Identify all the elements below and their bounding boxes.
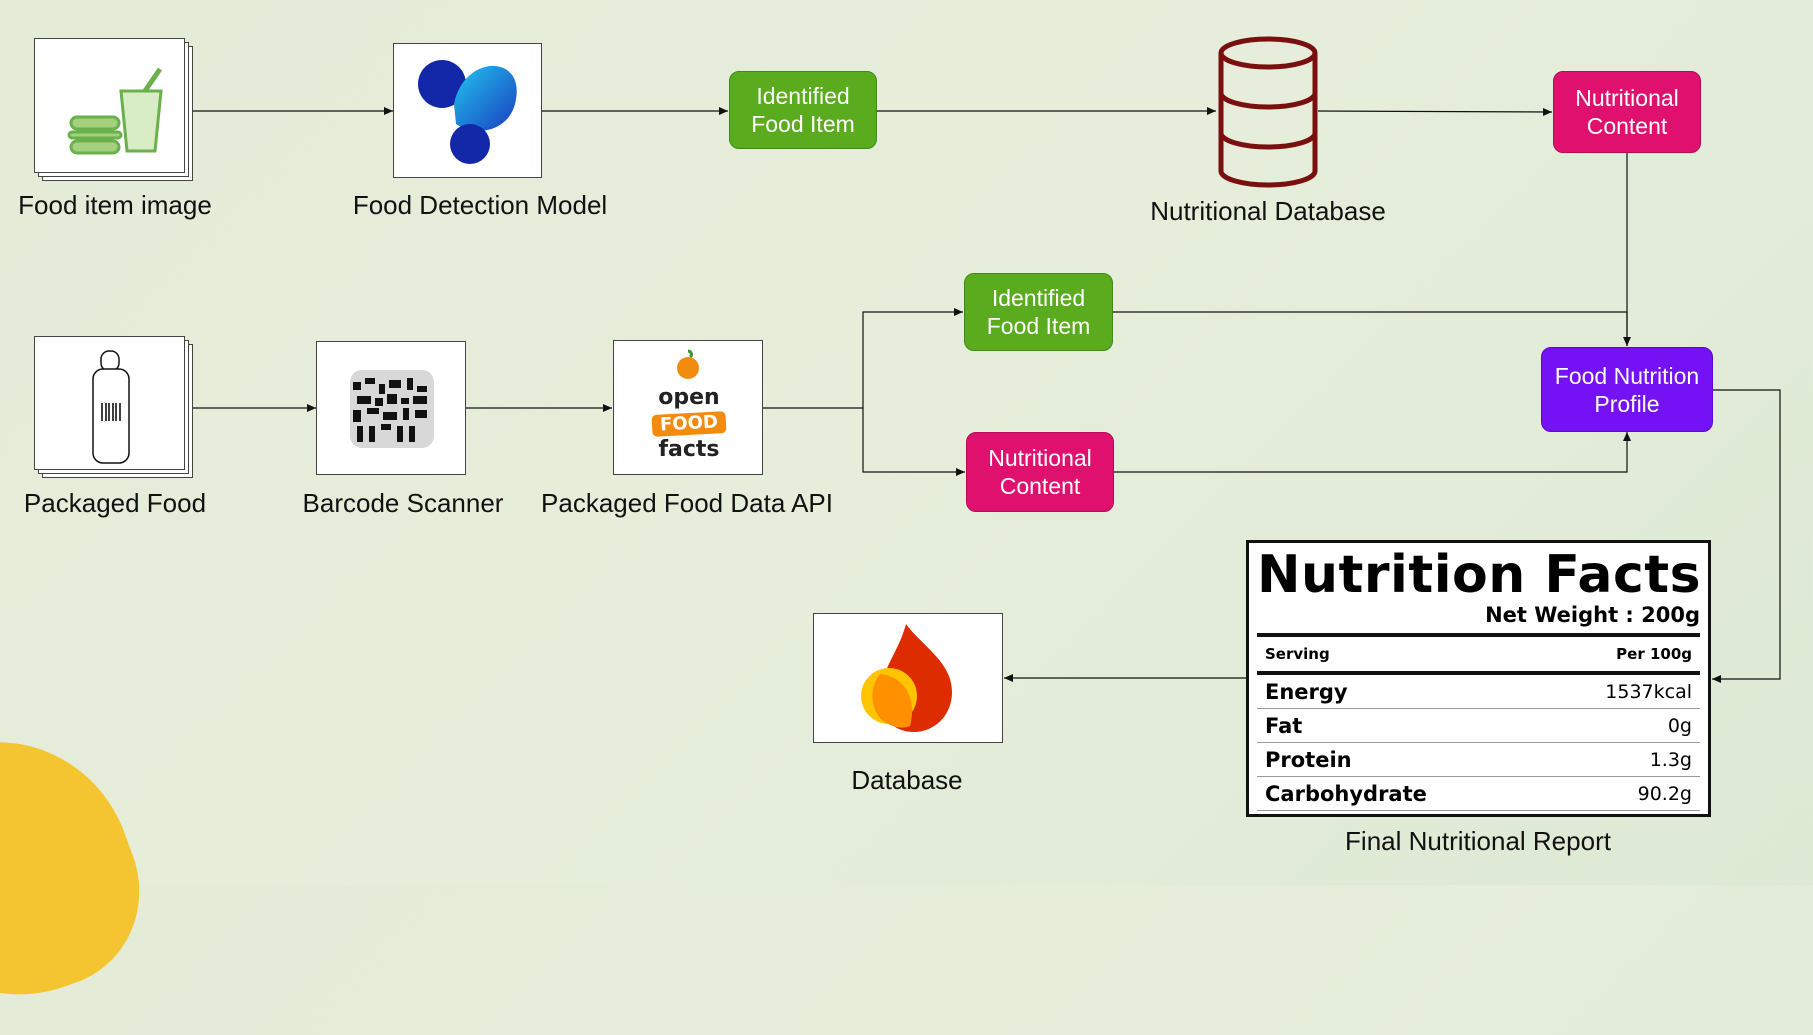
barcode-scanner-card [316,341,466,475]
nutrition-row: Carbohydrate 90.2g [1257,777,1700,811]
box-line: Nutritional [988,445,1092,471]
nutrition-row: Fat 0g [1257,709,1700,743]
box-line: Food Nutrition [1554,362,1700,389]
database-label: Database [851,765,963,795]
box-line: Content [1586,113,1668,139]
nutrient-name: Fat [1265,713,1303,738]
serving-label: Serving [1265,645,1330,663]
nutrient-value: 90.2g [1637,782,1692,805]
box-line: Food Item [986,313,1091,339]
food-image-label: Food item image [18,190,212,220]
off-line2: FOOD [651,411,727,437]
bottle-barcode-icon [92,350,130,464]
nutrition-row: Protein 1.3g [1257,743,1700,777]
food-drink-icon [67,67,163,155]
arrow-content-mid-to-profile [1114,432,1631,473]
arrow-api-to-identified-mid [862,308,963,408]
off-line1: open [658,385,720,410]
arrow-api-to-content-mid [862,408,965,476]
box-line: Profile [1594,390,1660,417]
nutritional-db-label: Nutritional Database [1150,196,1386,226]
detection-model-label: Food Detection Model [352,190,608,220]
firebase-flame-icon [861,624,952,732]
nutrition-facts-header: Serving Per 100g [1257,633,1700,675]
packaged-food-card [34,336,185,470]
barcode-scanner-icon [350,370,434,448]
database-cylinder-icon [1218,36,1318,188]
connector-layer [192,107,1781,683]
final-report-label: Final Nutritional Report [1345,826,1611,856]
packaged-food-label: Packaged Food [23,488,207,518]
barcode-scanner-label: Barcode Scanner [302,488,504,518]
box-line: Identified [756,83,850,109]
open-food-facts-logo [677,349,699,379]
box-line: Nutritional [1575,85,1679,111]
off-line3: facts [658,437,720,462]
nutrient-name: Protein [1265,747,1352,772]
arrow-identified-mid-to-profile [1113,311,1628,346]
detection-model-card [393,43,542,178]
nutrition-facts-label: Nutrition Facts Net Weight : 200g Servin… [1246,540,1711,817]
food-image-card [34,38,185,173]
nutrition-row: Energy 1537kcal [1257,675,1700,709]
detection-model-logo [418,60,517,164]
net-weight: Net Weight : 200g [1485,603,1700,627]
nutrient-value: 1537kcal [1605,680,1692,703]
box-line: Content [999,473,1081,499]
open-food-facts-card: open FOOD facts [613,340,763,475]
nutrient-name: Energy [1265,679,1348,704]
nutrient-value: 0g [1667,714,1692,737]
packaged-api-label: Packaged Food Data API [541,488,833,518]
box-line: Food Item [751,111,855,137]
arrow-profile-to-report [1712,389,1781,683]
nutrition-facts-title: Nutrition Facts [1257,545,1702,605]
per-label: Per 100g [1616,645,1692,663]
nutrient-name: Carbohydrate [1265,781,1427,806]
nutrient-value: 1.3g [1649,748,1692,771]
database-card [813,613,1003,743]
box-line: Identified [991,285,1086,311]
arrow-db-to-content [1317,107,1553,116]
